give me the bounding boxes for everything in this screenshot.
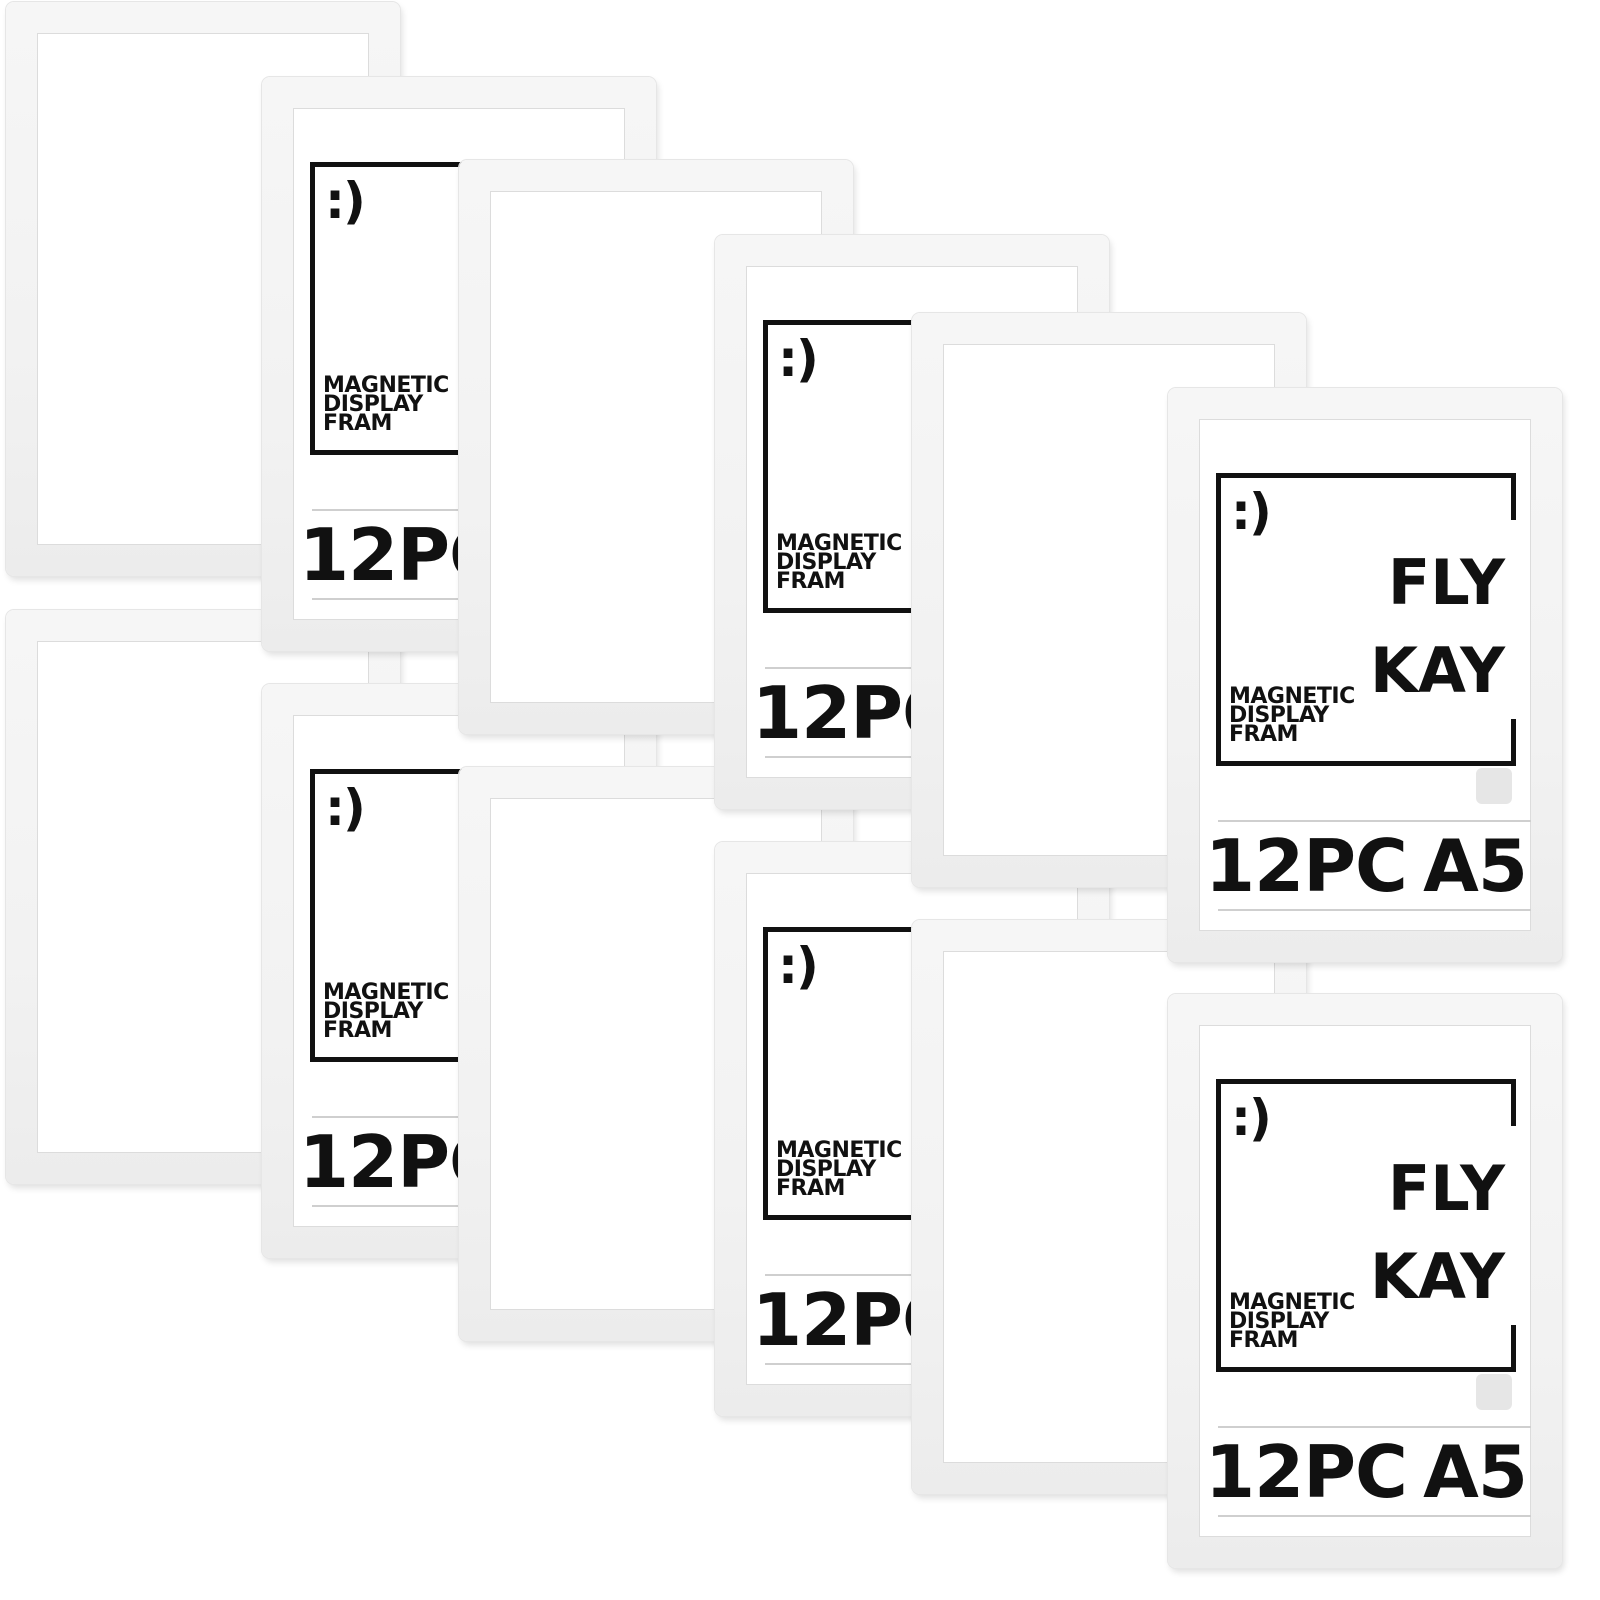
subtitle-line: MAGNETIC [323, 373, 449, 398]
poster-subtitle: MAGNETIC DISPLAY FRAM [323, 980, 449, 1043]
subtitle-line: FRAM [323, 1018, 392, 1043]
subtitle-line: FRAM [1229, 722, 1298, 747]
divider [1218, 909, 1531, 911]
subtitle-line: MAGNETIC [323, 980, 449, 1005]
subtitle-line: FRAM [776, 1176, 845, 1201]
subtitle-line: MAGNETIC [776, 531, 902, 556]
poster-bottom-line: 12PC A5 [1205, 824, 1528, 908]
smiley-icon: :) [325, 779, 366, 837]
divider [1218, 1426, 1531, 1428]
piece-count: 12PC [1205, 824, 1408, 908]
subtitle-line: FRAM [323, 411, 392, 436]
subtitle-line: MAGNETIC [1229, 1290, 1355, 1315]
subtitle-line: DISPLAY [776, 550, 876, 575]
subtitle-line: FRAM [776, 569, 845, 594]
color-swatch [1476, 1374, 1512, 1410]
smiley-icon: :) [778, 937, 819, 995]
brand-name-line1: FLY [1387, 546, 1505, 619]
paper-size: A5 [1423, 1430, 1528, 1514]
subtitle-line: MAGNETIC [776, 1138, 902, 1163]
divider [1218, 820, 1531, 822]
brand-name-line2: KAY [1370, 1240, 1505, 1313]
poster-subtitle: MAGNETIC DISPLAY FRAM [776, 531, 902, 594]
smiley-icon: :) [1231, 483, 1272, 541]
frame-front: :) FLY KAY MAGNETIC DISPLAY FRAM 12PC A5 [1168, 994, 1562, 1568]
poster-border [1216, 473, 1516, 766]
subtitle-line: DISPLAY [1229, 703, 1329, 728]
subtitle-line: DISPLAY [776, 1157, 876, 1182]
poster: :) FLY KAY MAGNETIC DISPLAY FRAM 12PC A5 [1199, 419, 1531, 931]
poster-subtitle: MAGNETIC DISPLAY FRAM [323, 373, 449, 436]
brand-name-line2: KAY [1370, 634, 1505, 707]
paper-size: A5 [1423, 824, 1528, 908]
subtitle-line: DISPLAY [323, 999, 423, 1024]
brand-name-line1: FLY [1387, 1152, 1505, 1225]
subtitle-line: DISPLAY [323, 392, 423, 417]
subtitle-line: DISPLAY [1229, 1309, 1329, 1334]
smiley-icon: :) [778, 330, 819, 388]
smiley-icon: :) [325, 172, 366, 230]
color-swatch [1476, 768, 1512, 804]
poster-subtitle: MAGNETIC DISPLAY FRAM [1229, 684, 1355, 747]
subtitle-line: FRAM [1229, 1328, 1298, 1353]
poster-subtitle: MAGNETIC DISPLAY FRAM [1229, 1290, 1355, 1353]
piece-count: 12PC [1205, 1430, 1408, 1514]
poster: :) FLY KAY MAGNETIC DISPLAY FRAM 12PC A5 [1199, 1025, 1531, 1537]
poster-bottom-line: 12PC A5 [1205, 1430, 1528, 1514]
smiley-icon: :) [1231, 1089, 1272, 1147]
poster-subtitle: MAGNETIC DISPLAY FRAM [776, 1138, 902, 1201]
divider [1218, 1515, 1531, 1517]
poster-border [1216, 1079, 1516, 1372]
frame-front: :) FLY KAY MAGNETIC DISPLAY FRAM 12PC A5 [1168, 388, 1562, 962]
subtitle-line: MAGNETIC [1229, 684, 1355, 709]
